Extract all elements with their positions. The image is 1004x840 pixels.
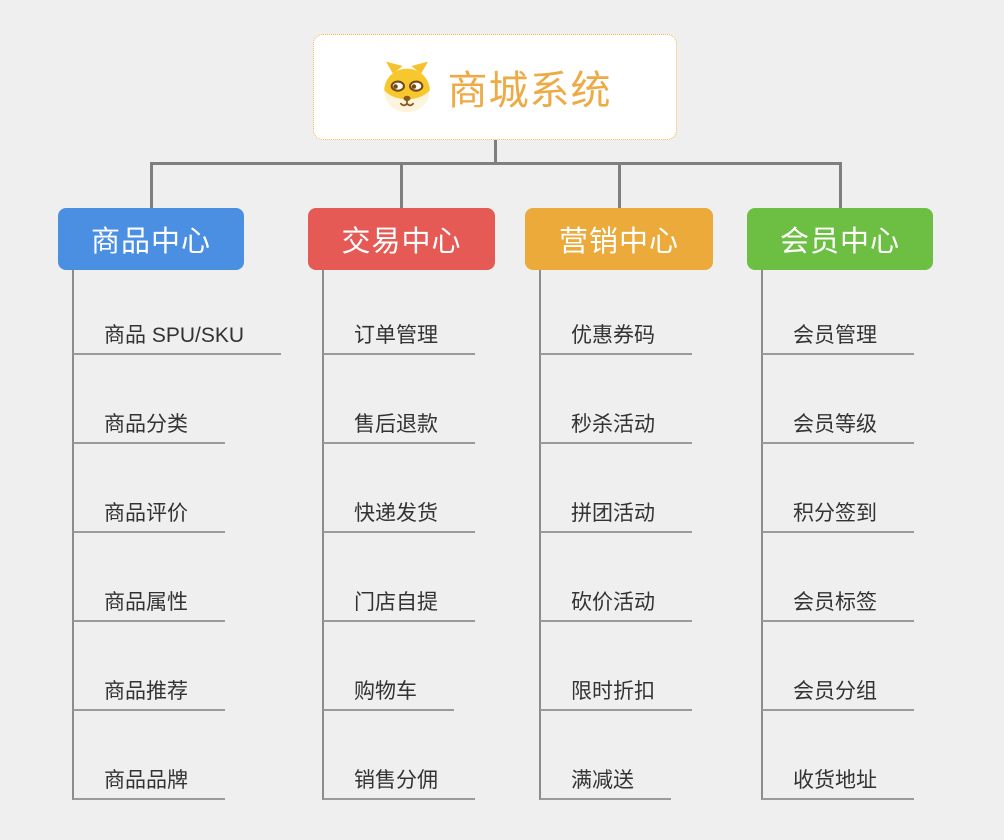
child-topic[interactable]: 拼团活动 [540,496,692,533]
branch-node-2[interactable]: 营销中心 [525,208,713,270]
child-topic[interactable]: 售后退款 [323,407,475,444]
branch-node-0[interactable]: 商品中心 [58,208,244,270]
child-topic[interactable]: 满减送 [540,763,671,800]
root-title: 商城系统 [447,69,612,113]
shiba-dog-icon [383,61,430,113]
branch-child-vline-3 [761,270,763,800]
branch-label: 营销中心 [558,226,679,258]
child-topic[interactable]: 商品 SPU/SKU [73,318,282,355]
child-topic[interactable]: 会员分组 [762,674,914,711]
child-topic[interactable]: 优惠券码 [540,318,692,355]
branch-child-vline-2 [539,270,541,800]
connector-drop-1 [400,162,403,208]
branch-label: 商品中心 [90,226,211,258]
connector-bus [149,162,842,165]
child-topic[interactable]: 积分签到 [762,496,914,533]
connector-drop-3 [838,162,842,208]
child-topic[interactable]: 会员标签 [762,585,914,622]
child-topic[interactable]: 商品评价 [73,496,225,533]
branch-node-1[interactable]: 交易中心 [308,208,495,270]
branch-label: 会员中心 [779,226,900,258]
branch-label: 交易中心 [341,226,462,258]
child-topic[interactable]: 限时折扣 [540,674,692,711]
child-topic[interactable]: 购物车 [323,674,454,711]
connector-drop-2 [617,162,621,208]
child-topic[interactable]: 会员管理 [762,318,914,355]
child-topic[interactable]: 会员等级 [762,407,914,444]
child-topic[interactable]: 商品品牌 [73,763,225,800]
child-topic[interactable]: 收货地址 [762,763,914,800]
child-topic[interactable]: 商品推荐 [73,674,225,711]
branch-child-vline-0 [72,270,74,800]
child-topic[interactable]: 秒杀活动 [540,407,692,444]
branch-node-3[interactable]: 会员中心 [747,208,933,270]
root-node-mall-system[interactable]: 商城系统 [313,34,677,140]
child-topic[interactable]: 订单管理 [323,318,475,355]
branch-child-vline-1 [322,270,324,800]
child-topic[interactable]: 砍价活动 [540,585,692,622]
child-topic[interactable]: 销售分佣 [323,763,475,800]
child-topic[interactable]: 快递发货 [323,496,475,533]
child-topic[interactable]: 门店自提 [323,585,475,622]
child-topic[interactable]: 商品属性 [73,585,225,622]
connector-root-stub [493,140,497,165]
child-topic[interactable]: 商品分类 [73,407,225,444]
connector-drop-0 [149,162,153,208]
